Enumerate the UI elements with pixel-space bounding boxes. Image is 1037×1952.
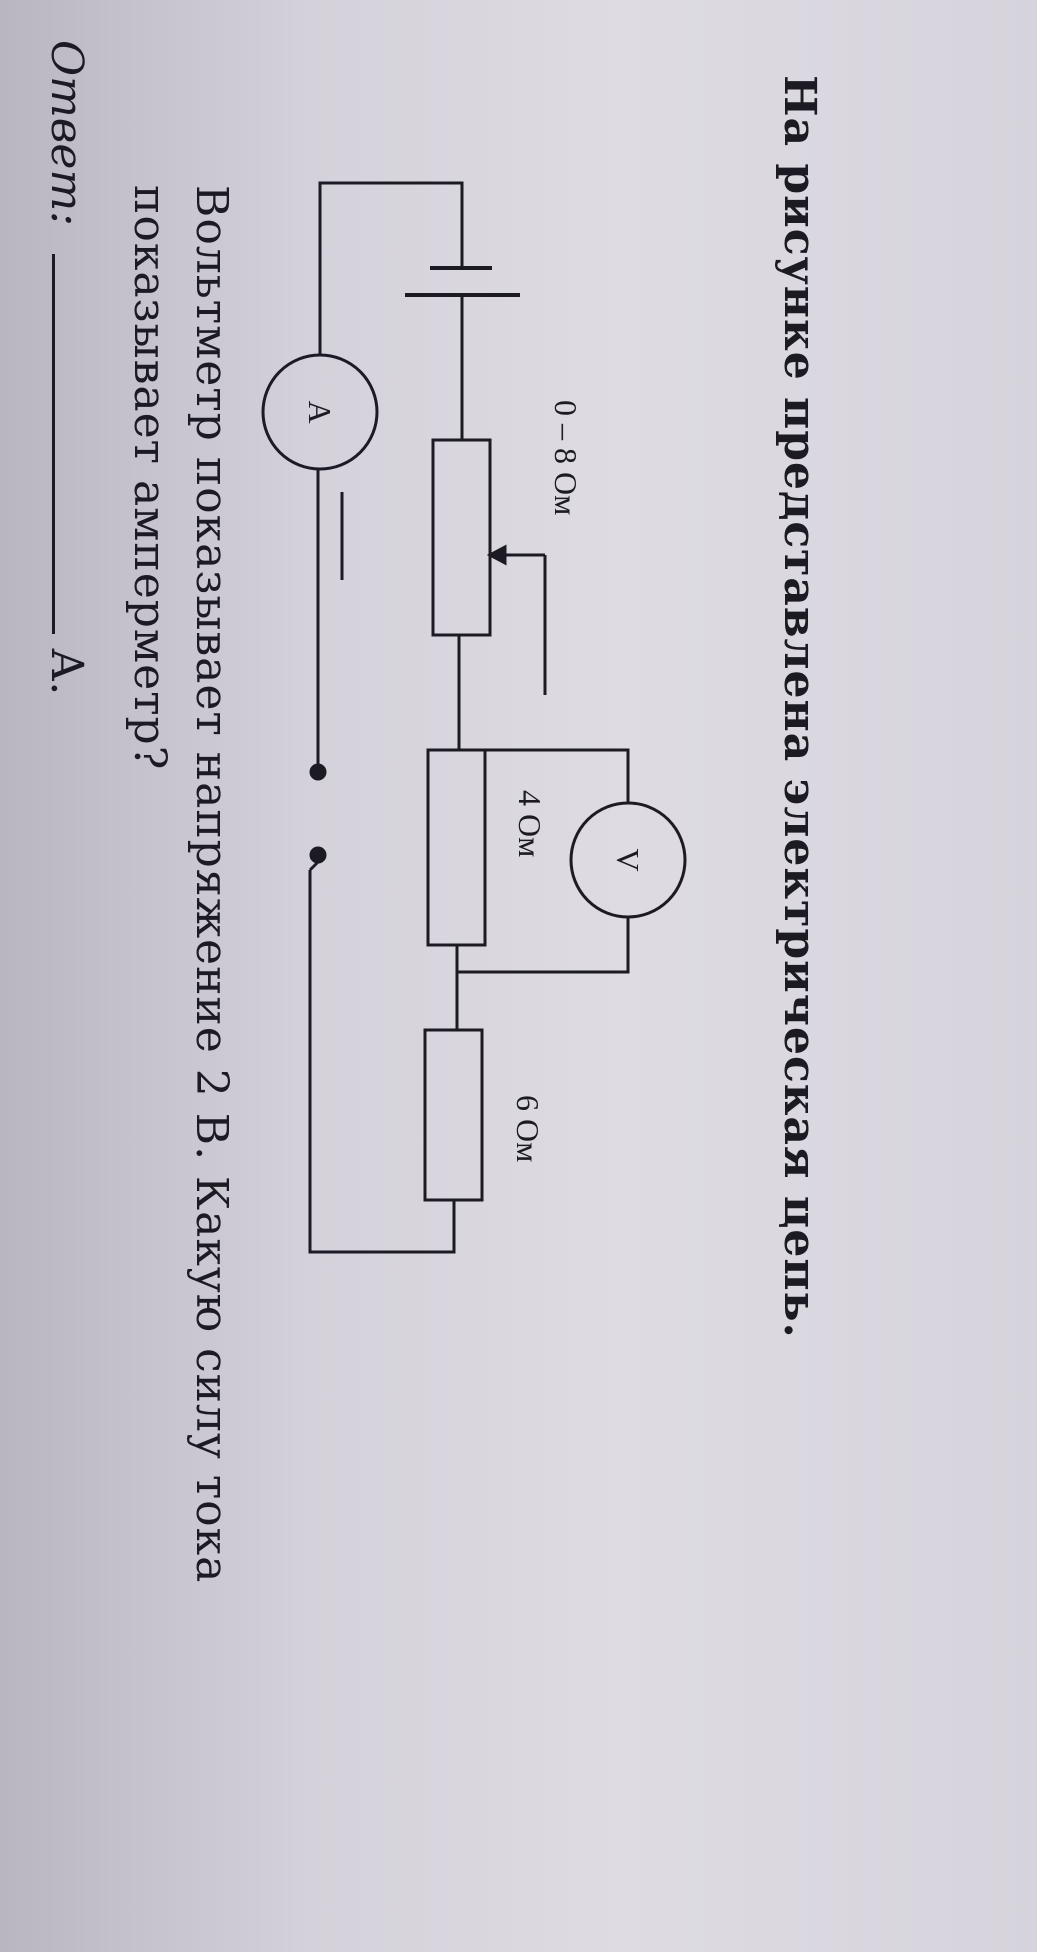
resistor-4-ohm-label: 4 Ом <box>512 790 548 857</box>
wires <box>308 181 630 1254</box>
question-line-2: показывает амперметр? <box>124 185 175 771</box>
battery <box>405 266 520 297</box>
ammeter-symbol: A <box>302 400 338 423</box>
ammeter <box>261 353 379 471</box>
switch <box>308 763 327 872</box>
voltmeter <box>569 801 687 919</box>
answer-label: Ответ: <box>41 40 92 226</box>
voltmeter-symbol: V <box>610 848 646 871</box>
resistor-6-ohm <box>423 1028 484 1202</box>
resistor-6-ohm-label: 6 Ом <box>510 1095 546 1162</box>
answer-row: Ответ: А. <box>41 40 92 695</box>
rheostat-label: 0 – 8 Ом <box>548 400 584 515</box>
answer-blank[interactable] <box>52 254 85 634</box>
question-line-1: Вольтметр показывает напряжение 2 В. Как… <box>186 185 237 1584</box>
rheostat-slider <box>486 544 545 566</box>
rheostat <box>431 438 492 637</box>
answer-unit: А. <box>41 648 92 696</box>
resistor-4-ohm <box>426 748 487 947</box>
